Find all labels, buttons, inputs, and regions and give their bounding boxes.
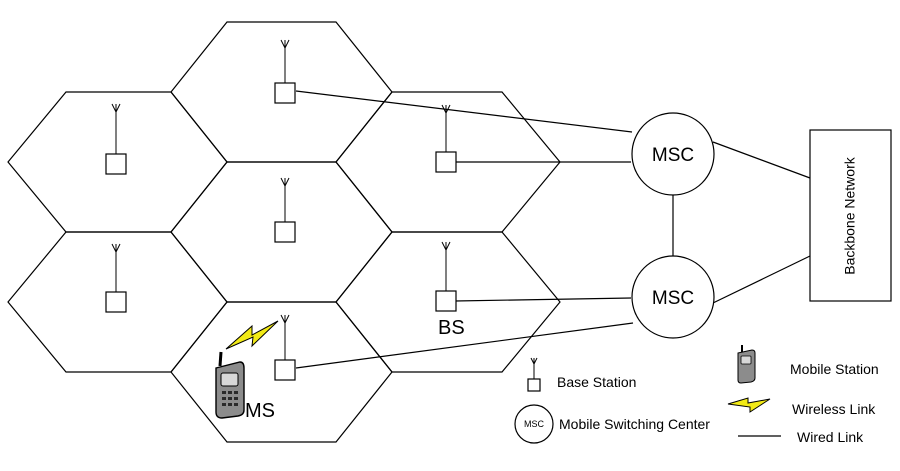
legend-base-station: Base Station bbox=[527, 357, 636, 392]
legend-msc: MSC Mobile Switching Center bbox=[514, 404, 710, 444]
base-station-box bbox=[435, 151, 457, 173]
legend-msc-label: Mobile Switching Center bbox=[559, 416, 710, 432]
antenna-icon bbox=[280, 314, 290, 360]
base-station-center-bottom bbox=[274, 314, 296, 381]
antenna-icon bbox=[111, 103, 121, 154]
antenna-icon bbox=[441, 241, 451, 291]
base-station-right-top bbox=[435, 104, 457, 173]
base-station-center-middle bbox=[274, 177, 296, 243]
base-station-box bbox=[105, 153, 127, 175]
backbone-label: Backbone Network bbox=[842, 156, 858, 275]
wire-bs-center-top-to-msc1 bbox=[295, 90, 633, 133]
backbone-box bbox=[809, 129, 892, 302]
msc-top: MSC bbox=[631, 112, 715, 196]
wire-bs-center-bottom-to-msc2 bbox=[295, 322, 634, 369]
bs-label: BS bbox=[438, 317, 465, 339]
base-station-center-top bbox=[274, 39, 296, 104]
antenna-icon bbox=[280, 39, 290, 83]
legend-wired-link: Wired Link bbox=[738, 429, 864, 445]
legend-base-station-label: Base Station bbox=[557, 374, 636, 390]
lightning-icon bbox=[727, 397, 771, 413]
ms-label: MS bbox=[245, 400, 275, 422]
antenna-icon bbox=[530, 357, 538, 379]
msc-circle bbox=[514, 404, 554, 444]
msc-circle bbox=[631, 112, 715, 196]
antenna-icon bbox=[111, 243, 121, 292]
base-station-box bbox=[435, 290, 457, 312]
wire-msc1-to-backbone bbox=[712, 141, 811, 179]
base-station-box bbox=[274, 221, 296, 243]
base-station-right-bottom bbox=[435, 241, 457, 312]
wireless-link-bolt bbox=[225, 320, 279, 350]
legend-wireless-link: Wireless Link bbox=[727, 397, 876, 417]
legend-msc-icon-label: MSC bbox=[524, 419, 545, 429]
legend-wired-link-label: Wired Link bbox=[797, 429, 864, 445]
base-station-box bbox=[527, 378, 541, 392]
mobile-phone-icon bbox=[737, 345, 756, 384]
mobile-station: MS bbox=[215, 351, 275, 422]
legend: Base Station MSC Mobile Switching Center… bbox=[514, 345, 879, 445]
msc-label: MSC bbox=[652, 145, 694, 166]
legend-mobile-station-label: Mobile Station bbox=[790, 361, 879, 377]
base-station-box bbox=[105, 291, 127, 313]
msc-bottom: MSC bbox=[631, 255, 715, 339]
backbone-network: Backbone Network bbox=[809, 129, 892, 302]
antenna-icon bbox=[441, 104, 451, 152]
antenna-icon bbox=[280, 177, 290, 222]
base-station-left-top bbox=[105, 103, 127, 175]
msc-label: MSC bbox=[652, 288, 694, 309]
wired-links bbox=[295, 90, 811, 369]
legend-wireless-link-label: Wireless Link bbox=[792, 401, 876, 417]
wire-msc2-to-backbone bbox=[712, 255, 811, 304]
cell-right-bottom bbox=[335, 231, 561, 373]
mobile-phone-icon bbox=[215, 351, 245, 419]
base-station-box bbox=[274, 359, 296, 381]
legend-mobile-station: Mobile Station bbox=[737, 345, 879, 384]
base-station-box bbox=[274, 82, 296, 104]
base-station-left-bottom bbox=[105, 243, 127, 313]
msc-circle bbox=[631, 255, 715, 339]
cell-grid bbox=[7, 21, 561, 443]
wire-bs-right-bottom-to-msc2 bbox=[454, 297, 632, 302]
